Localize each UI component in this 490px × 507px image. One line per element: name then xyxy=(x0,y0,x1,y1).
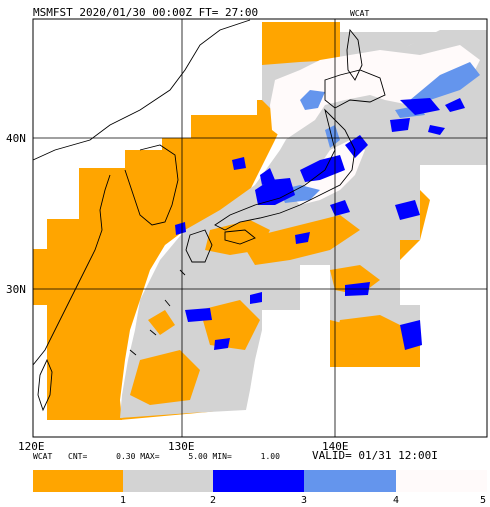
graticule xyxy=(33,19,487,437)
blue-coverage xyxy=(175,98,465,350)
stats-text: CNT= 0.30 MAX= 5.00 MIN= 1.00 xyxy=(68,452,280,461)
corner-tag: WCAT xyxy=(350,9,370,18)
legend-swatch-lightblue xyxy=(304,470,396,492)
legend-tick-5: 5 xyxy=(480,495,486,506)
legend-swatch-blue xyxy=(213,470,304,492)
lon-label-120e: 120E xyxy=(18,440,45,453)
lat-label-30n: 30N xyxy=(6,283,26,296)
legend-swatch-gray xyxy=(123,470,213,492)
legend-tick-1: 1 xyxy=(120,495,126,506)
lon-label-140e: 140E xyxy=(322,440,349,453)
color-legend: 1 2 3 4 5 xyxy=(33,470,487,506)
legend-swatch-white xyxy=(396,470,487,492)
footer-tag: WCAT xyxy=(33,452,53,461)
valid-time: VALID= 01/31 12:00I xyxy=(312,449,438,462)
map-frame xyxy=(32,18,488,438)
legend-swatch-orange xyxy=(33,470,123,492)
legend-tick-2: 2 xyxy=(210,495,216,506)
legend-tick-4: 4 xyxy=(393,495,399,506)
legend-tick-3: 3 xyxy=(301,495,307,506)
lon-label-130e: 130E xyxy=(168,440,195,453)
lat-label-40n: 40N xyxy=(6,132,26,145)
map-title: MSMFST 2020/01/30 00:00Z FT= 27:00 xyxy=(33,6,259,19)
coastlines xyxy=(32,19,386,412)
